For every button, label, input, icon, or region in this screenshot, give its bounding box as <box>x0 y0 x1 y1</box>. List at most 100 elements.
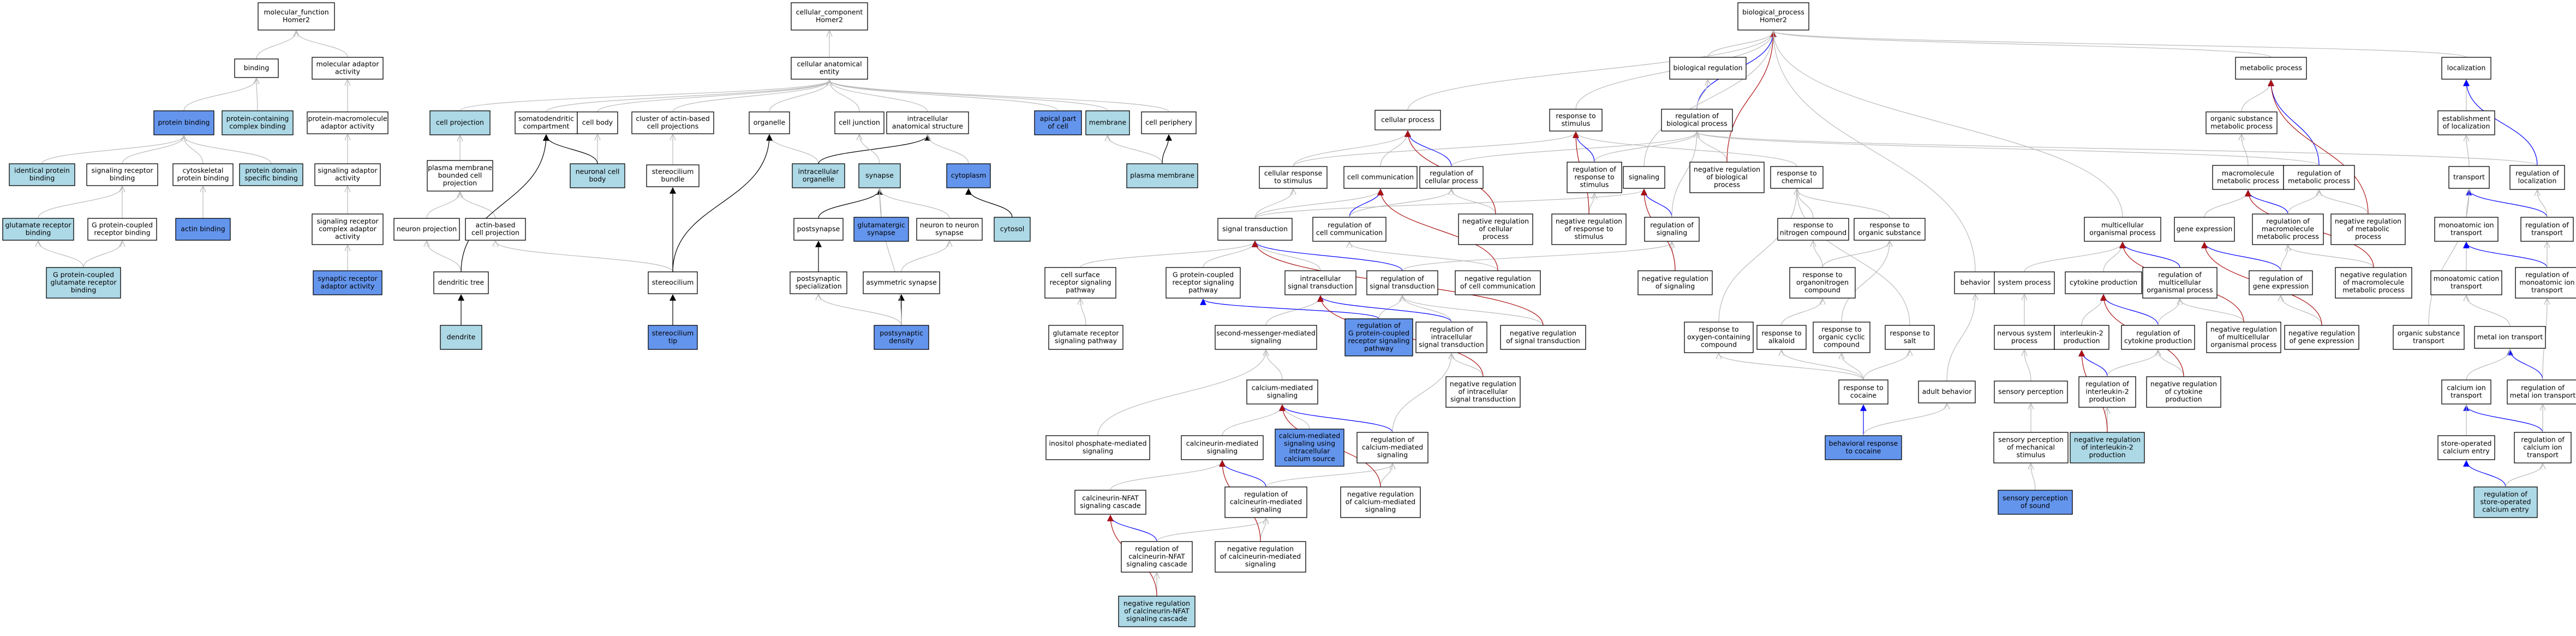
node-box-biolreg[interactable] <box>1669 57 1747 80</box>
node-box-mit[interactable] <box>2434 217 2499 242</box>
node-box-cnnfat[interactable] <box>1074 490 1146 515</box>
node-box-rocc[interactable] <box>1813 322 1870 353</box>
node-geneexp[interactable]: gene expression <box>2174 217 2235 242</box>
node-box-crs[interactable] <box>1259 166 1328 189</box>
node-box-rcsp[interactable] <box>1993 432 2069 463</box>
node-cproc[interactable]: cellular process <box>1374 110 1441 130</box>
node-box-cms[interactable] <box>1246 379 1318 405</box>
node-cperiph[interactable]: cell periphery <box>1141 111 1197 134</box>
node-box-cproj[interactable] <box>429 110 491 135</box>
node-box-mcop[interactable] <box>2084 217 2161 242</box>
node-box-saa[interactable] <box>314 163 381 186</box>
node-box-gpcrb[interactable] <box>87 218 157 241</box>
node-nproj[interactable]: neuron projection <box>393 218 460 241</box>
node-box-osmp[interactable] <box>2206 111 2278 134</box>
node-box-nrbp[interactable] <box>1689 162 1765 193</box>
node-box-cnms[interactable] <box>1181 435 1264 460</box>
node-box-ralk[interactable] <box>1756 325 1807 350</box>
node-box-rmmp[interactable] <box>2252 213 2324 245</box>
node-box-behavior[interactable] <box>1954 271 1997 294</box>
node-box-signaling[interactable] <box>1623 166 1665 189</box>
node-box-rchem[interactable] <box>1770 166 1824 189</box>
node-stereocilium[interactable]: stereocilium <box>648 271 698 294</box>
node-box-glusyn[interactable] <box>853 217 909 242</box>
node-binding[interactable]: binding <box>234 58 279 78</box>
node-box-rcp[interactable] <box>1419 166 1484 189</box>
node-box-cc[interactable] <box>791 2 868 31</box>
node-behavior[interactable]: behavior <box>1954 271 1997 294</box>
node-box-cjunc[interactable] <box>834 111 884 134</box>
node-box-idpb[interactable] <box>9 163 75 186</box>
node-box-grsp[interactable] <box>1048 325 1123 350</box>
node-box-ost[interactable] <box>2393 325 2465 350</box>
node-box-sdc[interactable] <box>515 111 578 134</box>
node-box-pccb[interactable] <box>222 110 294 135</box>
node-box-rcnnfat[interactable] <box>1121 541 1193 573</box>
node-box-rmit[interactable] <box>2515 267 2576 299</box>
node-box-rstim[interactable] <box>1549 109 1603 132</box>
node-box-sps[interactable] <box>1998 490 2073 515</box>
node-box-rge[interactable] <box>2249 270 2313 295</box>
node-cytoplasm[interactable]: cytoplasm <box>946 163 991 188</box>
node-box-cacp[interactable] <box>631 111 714 134</box>
node-box-srb[interactable] <box>86 163 158 186</box>
node-box-cproc[interactable] <box>1374 110 1441 130</box>
node-adultb[interactable]: adult behavior <box>1918 381 1976 403</box>
node-box-gpcgrb[interactable] <box>46 267 121 299</box>
node-box-actinb[interactable] <box>175 218 231 241</box>
node-box-eloc[interactable] <box>2437 110 2495 135</box>
node-box-rcait[interactable] <box>2514 432 2572 463</box>
node-postsyn[interactable]: postsynapse <box>793 218 844 241</box>
node-box-mf[interactable] <box>258 2 335 31</box>
node-box-geneexp[interactable] <box>2174 217 2235 242</box>
node-plasmam[interactable]: plasma membrane <box>1126 163 1198 188</box>
node-box-rocomp[interactable] <box>1684 322 1754 353</box>
node-box-apc[interactable] <box>1034 110 1082 135</box>
node-box-srpaa[interactable] <box>313 270 382 295</box>
node-box-mct[interactable] <box>2430 270 2502 295</box>
node-organelle[interactable]: organelle <box>749 111 790 134</box>
node-box-synapse[interactable] <box>858 163 901 188</box>
node-box-metproc[interactable] <box>2235 57 2307 80</box>
node-box-dendrite[interactable] <box>440 325 482 350</box>
node-box-il2[interactable] <box>2054 325 2109 350</box>
